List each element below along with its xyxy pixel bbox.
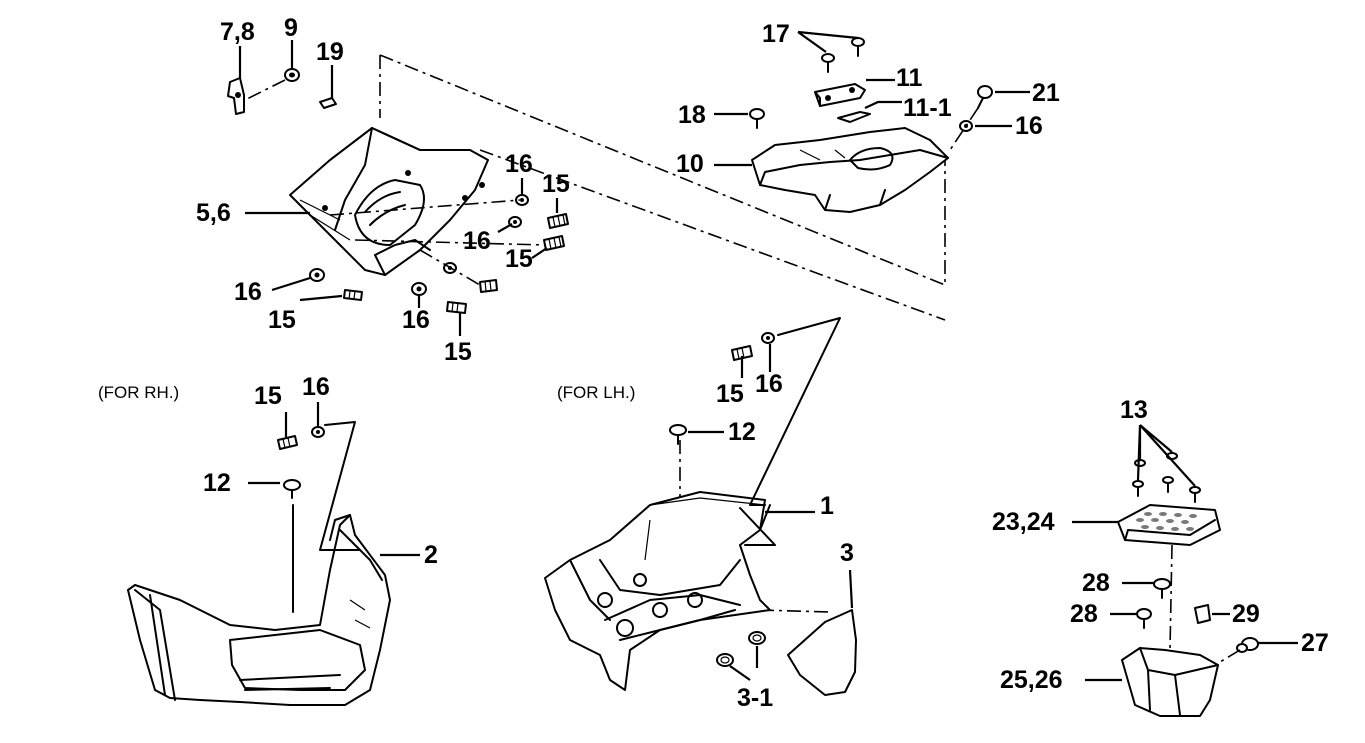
callout-9: 9: [284, 14, 298, 42]
callout-21: 21: [1032, 79, 1060, 107]
callout-18: 18: [678, 101, 706, 129]
panel-11: [814, 83, 866, 107]
note-for-rh: (FOR RH.): [98, 383, 180, 402]
grommets-3-1: [716, 631, 766, 667]
panel-3: [787, 609, 857, 696]
toolbox-25-26: [1121, 647, 1219, 717]
callout-2: 2: [424, 541, 438, 569]
callout-15-a: 15: [542, 170, 570, 198]
callout-17: 17: [762, 20, 790, 48]
callout-3-1: 3-1: [737, 684, 774, 712]
leader-lines: [238, 30, 1298, 682]
clip-29: [1194, 604, 1211, 624]
callout-15-b: 15: [505, 245, 533, 273]
callout-16-e: 16: [1015, 112, 1043, 140]
callout-16-f: 16: [755, 370, 783, 398]
bolt-27: [1236, 637, 1259, 653]
callout-16-g: 16: [302, 373, 330, 401]
alignment-line-upper: [379, 54, 946, 321]
callout-29: 29: [1232, 600, 1260, 628]
callout-11-1: 11-1: [903, 94, 952, 122]
fasteners-rh: [277, 421, 361, 613]
nut-9: [244, 68, 300, 101]
callout-16-b: 16: [463, 227, 491, 255]
footrest-1: [544, 491, 771, 691]
callout-15-g: 15: [254, 382, 282, 410]
screws-13: [1132, 452, 1201, 503]
screws-17: [821, 37, 865, 73]
callout-16-a: 16: [505, 150, 533, 178]
callout-16-d: 16: [402, 306, 430, 334]
callout-15-c: 15: [268, 306, 296, 334]
front-cover-10: [751, 127, 949, 213]
callout-16-c: 16: [234, 278, 262, 306]
side-cover-5-6: [289, 127, 489, 276]
callout-1: 1: [820, 492, 834, 520]
callout-13: 13: [1120, 396, 1148, 424]
callout-23-24: 23,24: [992, 508, 1055, 536]
footrest-2: [127, 514, 391, 706]
fasteners-lh: [669, 317, 841, 546]
callout-15-f: 15: [716, 380, 744, 408]
callout-5-6: 5,6: [196, 199, 231, 227]
bracket-7-8: [227, 77, 245, 115]
callout-15-d: 15: [444, 338, 472, 366]
plate-23-24: [1117, 504, 1221, 546]
callout-12-a: 12: [728, 418, 756, 446]
callout-3: 3: [840, 539, 854, 567]
callout-28-a: 28: [1082, 569, 1110, 597]
strip-11-1: [837, 111, 871, 123]
callout-7-8: 7,8: [220, 18, 255, 46]
callout-28-b: 28: [1070, 600, 1098, 628]
alignment-line-toolbox: [1169, 544, 1241, 666]
rivets-28: [1136, 578, 1171, 629]
note-for-lh: (FOR LH.): [557, 383, 636, 402]
callout-19: 19: [316, 38, 344, 66]
alignment-line-middle: [679, 440, 831, 613]
callout-27: 27: [1301, 629, 1329, 657]
callout-25-26: 25,26: [1000, 666, 1063, 694]
callout-12-b: 12: [203, 469, 231, 497]
fasteners-upper-left: [309, 194, 569, 314]
bolt-21: [949, 85, 993, 151]
callout-11: 11: [896, 64, 923, 92]
rivet-18: [749, 108, 765, 129]
clip-19: [319, 97, 337, 109]
callout-10: 10: [676, 150, 704, 178]
